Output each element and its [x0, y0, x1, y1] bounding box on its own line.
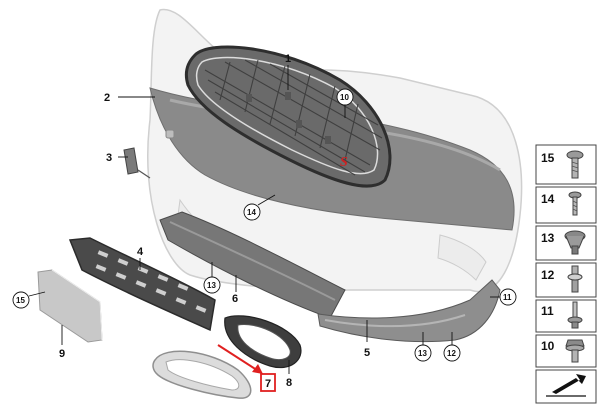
svg-text:13: 13 — [418, 349, 427, 358]
legend-row-15: 15 — [535, 144, 597, 185]
callout-3: 3 — [106, 152, 112, 164]
svg-text:12: 12 — [447, 349, 456, 358]
svg-text:13: 13 — [541, 231, 555, 245]
legend-row-11: 11 — [535, 299, 597, 333]
expanding-rivet-icon — [564, 230, 586, 255]
torx-bolt-icon — [566, 150, 584, 179]
svg-text:13: 13 — [207, 281, 216, 290]
flange-screw-icon — [565, 339, 585, 363]
callout-9: 9 — [59, 348, 65, 360]
svg-text:14: 14 — [247, 208, 256, 217]
svg-text:11: 11 — [541, 304, 554, 318]
license-plate-base — [37, 269, 103, 343]
circled-callout-13-guide: 13 — [203, 276, 221, 294]
svg-text:11: 11 — [503, 293, 512, 302]
legend-footer — [535, 369, 597, 404]
screw-icon — [568, 191, 582, 216]
legend-row-12: 12 — [535, 262, 597, 298]
trim-ring — [152, 350, 252, 399]
callout-7: 7 — [265, 378, 271, 390]
legend-row-13: 13 — [535, 225, 597, 261]
circled-callout-13-spoiler: 13 — [414, 344, 432, 362]
direction-arrow-icon — [546, 374, 586, 397]
callout-8: 8 — [286, 377, 292, 389]
mounting-clip — [123, 147, 151, 179]
callout-6: 6 — [232, 293, 238, 305]
callout-4: 4 — [137, 246, 144, 258]
front-spoiler — [317, 279, 501, 343]
highlight-arrow — [217, 344, 263, 374]
clip-nut-icon — [567, 265, 583, 293]
svg-text:12: 12 — [541, 268, 555, 282]
circled-callout-15: 15 — [12, 291, 30, 309]
svg-text:14: 14 — [541, 192, 555, 206]
push-pin-icon — [567, 301, 583, 329]
circled-callout-12: 12 — [443, 344, 461, 362]
svg-text:10: 10 — [340, 93, 349, 102]
circled-callout-14: 14 — [243, 203, 261, 221]
callouts: 1 2 3 4 5 6 8 9 7 10 11 12 13 13 — [12, 53, 517, 392]
callout-7-highlight-box — [260, 373, 276, 392]
svg-text:10: 10 — [541, 339, 555, 353]
legend-row-10: 10 — [535, 334, 597, 368]
legend-row-14: 14 — [535, 186, 597, 224]
grille-badge: S — [340, 155, 348, 170]
callout-1: 1 — [285, 53, 291, 65]
radiator-grille: S — [184, 45, 392, 188]
svg-text:15: 15 — [16, 296, 25, 305]
leader-lines — [28, 65, 500, 374]
svg-text:15: 15 — [541, 151, 555, 165]
circled-callout-11: 11 — [499, 288, 517, 306]
fastener-legend: 15 14 13 — [535, 144, 597, 404]
lower-grille — [68, 237, 216, 332]
callout-2: 2 — [104, 92, 110, 104]
circled-callout-10: 10 — [336, 88, 354, 106]
fog-trim-frame — [224, 315, 302, 369]
callout-5: 5 — [364, 347, 370, 359]
